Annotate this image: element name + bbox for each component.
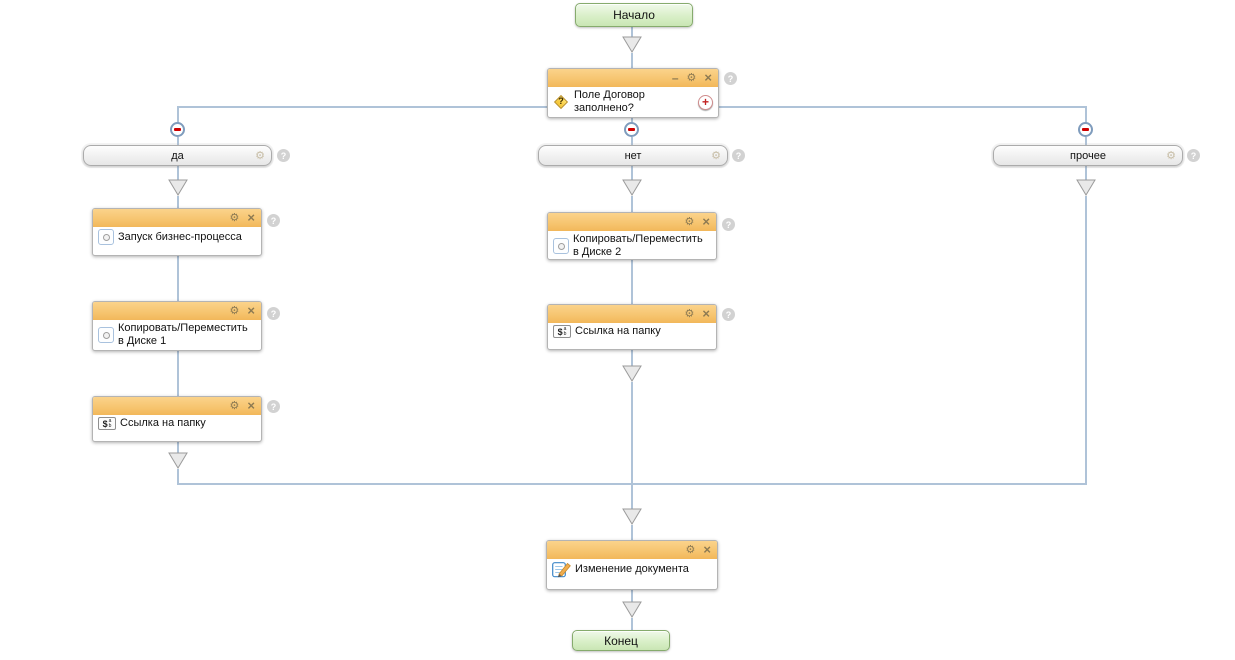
var-b-glyph: b: [108, 422, 112, 429]
block-title: Копировать/Переместить в Диске 1: [118, 322, 248, 347]
arrow-down-icon: [168, 452, 188, 469]
add-branch-icon[interactable]: +: [698, 94, 713, 110]
collapse-branch-icon[interactable]: [624, 122, 639, 137]
block-title: Копировать/Переместить в Диске 2: [573, 233, 703, 258]
activity-block-folder-link-2[interactable]: ⚙ × $ a b Ссылка на папку: [547, 304, 717, 350]
close-icon[interactable]: ×: [247, 303, 255, 318]
end-node: Конец: [572, 630, 670, 651]
activity-block-edit-document[interactable]: ⚙ × Изменение документа: [546, 540, 718, 590]
arrow-down-icon: [622, 179, 642, 196]
branch-label-da[interactable]: да ⚙: [83, 145, 272, 166]
variable-icon: $ a b: [98, 417, 116, 430]
branch-label-text: нет: [624, 149, 642, 162]
arrow-down-icon: [622, 601, 642, 618]
close-icon[interactable]: ×: [702, 214, 710, 229]
block-header: ⚙ ×: [93, 302, 261, 320]
block-body: $ a b Ссылка на папку: [548, 323, 716, 340]
close-icon[interactable]: ×: [703, 542, 711, 557]
block-header: ⚙ ×: [93, 209, 261, 227]
gear-icon[interactable]: ⚙: [229, 400, 240, 412]
gear-icon[interactable]: ⚙: [229, 212, 240, 224]
close-icon[interactable]: ×: [247, 210, 255, 225]
help-icon[interactable]: ?: [267, 307, 280, 320]
arrow-down-icon: [622, 365, 642, 382]
arrow-down-icon: [622, 508, 642, 525]
help-icon[interactable]: ?: [722, 308, 735, 321]
dollar-glyph: $: [102, 418, 108, 429]
arrow-down-icons: [168, 36, 1096, 618]
gear-icon[interactable]: ⚙: [255, 150, 265, 162]
branch-label-net[interactable]: нет ⚙: [538, 145, 728, 166]
arrow-down-icon: [168, 179, 188, 196]
arrow-down-icon: [1076, 179, 1096, 196]
variable-icon: $ a b: [553, 325, 571, 338]
collapse-branch-icon[interactable]: [1078, 122, 1093, 137]
edit-document-icon: [552, 562, 571, 578]
block-body: Запуск бизнес-процесса: [93, 227, 261, 247]
help-icon[interactable]: ?: [722, 218, 735, 231]
gear-icon[interactable]: ⚙: [684, 308, 695, 320]
var-a-glyph: a: [108, 417, 112, 424]
start-node: Начало: [575, 3, 693, 27]
minimize-icon[interactable]: –: [671, 71, 679, 85]
block-title: Ссылка на папку: [575, 325, 661, 337]
condition-title: Поле Договор заполнено?: [574, 89, 645, 114]
block-header: ⚙ ×: [548, 305, 716, 323]
close-icon[interactable]: ×: [704, 70, 712, 85]
block-body: Копировать/Переместить в Диске 1: [93, 320, 261, 350]
dollar-glyph: $: [557, 326, 563, 337]
block-body: Изменение документа: [547, 559, 717, 580]
activity-icon: [553, 238, 569, 254]
arrow-down-icon: [622, 36, 642, 53]
gear-icon[interactable]: ⚙: [686, 72, 697, 84]
connector-lines: [177, 27, 1087, 630]
block-body: Копировать/Переместить в Диске 2: [548, 231, 716, 261]
condition-block[interactable]: – ⚙ × ? Поле Договор заполнено? +: [547, 68, 719, 118]
gear-icon[interactable]: ⚙: [711, 150, 721, 162]
help-icon[interactable]: ?: [732, 149, 745, 162]
activity-icon: [98, 327, 114, 343]
activity-block-folder-link-1[interactable]: ⚙ × $ a b Ссылка на папку: [92, 396, 262, 442]
block-body: $ a b Ссылка на папку: [93, 415, 261, 432]
help-icon[interactable]: ?: [267, 214, 280, 227]
collapse-branch-icon[interactable]: [170, 122, 185, 137]
help-icon[interactable]: ?: [724, 72, 737, 85]
help-icon[interactable]: ?: [277, 149, 290, 162]
activity-block-start-bizproc[interactable]: ⚙ × Запуск бизнес-процесса: [92, 208, 262, 256]
gear-icon[interactable]: ⚙: [684, 216, 695, 228]
condition-block-header: – ⚙ ×: [548, 69, 718, 87]
branch-label-text: прочее: [1070, 149, 1106, 162]
var-b-glyph: b: [563, 330, 567, 337]
block-title: Запуск бизнес-процесса: [118, 230, 242, 243]
condition-block-body: ? Поле Договор заполнено? +: [548, 87, 718, 117]
close-icon[interactable]: ×: [702, 306, 710, 321]
gear-icon[interactable]: ⚙: [229, 305, 240, 317]
activity-block-copy-disk2[interactable]: ⚙ × Копировать/Переместить в Диске 2: [547, 212, 717, 260]
block-header: ⚙ ×: [547, 541, 717, 559]
gear-icon[interactable]: ⚙: [685, 544, 696, 556]
help-icon[interactable]: ?: [267, 400, 280, 413]
activity-block-copy-disk1[interactable]: ⚙ × Копировать/Переместить в Диске 1: [92, 301, 262, 351]
block-header: ⚙ ×: [93, 397, 261, 415]
close-icon[interactable]: ×: [247, 398, 255, 413]
help-icon[interactable]: ?: [1187, 149, 1200, 162]
branch-label-text: да: [171, 149, 184, 162]
activity-icon: [98, 229, 114, 245]
block-title: Изменение документа: [575, 563, 689, 575]
gear-icon[interactable]: ⚙: [1166, 150, 1176, 162]
question-glyph: ?: [558, 95, 564, 106]
condition-icon: ?: [553, 94, 570, 111]
block-title: Ссылка на папку: [120, 417, 206, 429]
branch-label-prochee[interactable]: прочее ⚙: [993, 145, 1183, 166]
block-header: ⚙ ×: [548, 213, 716, 231]
var-a-glyph: a: [563, 325, 567, 332]
